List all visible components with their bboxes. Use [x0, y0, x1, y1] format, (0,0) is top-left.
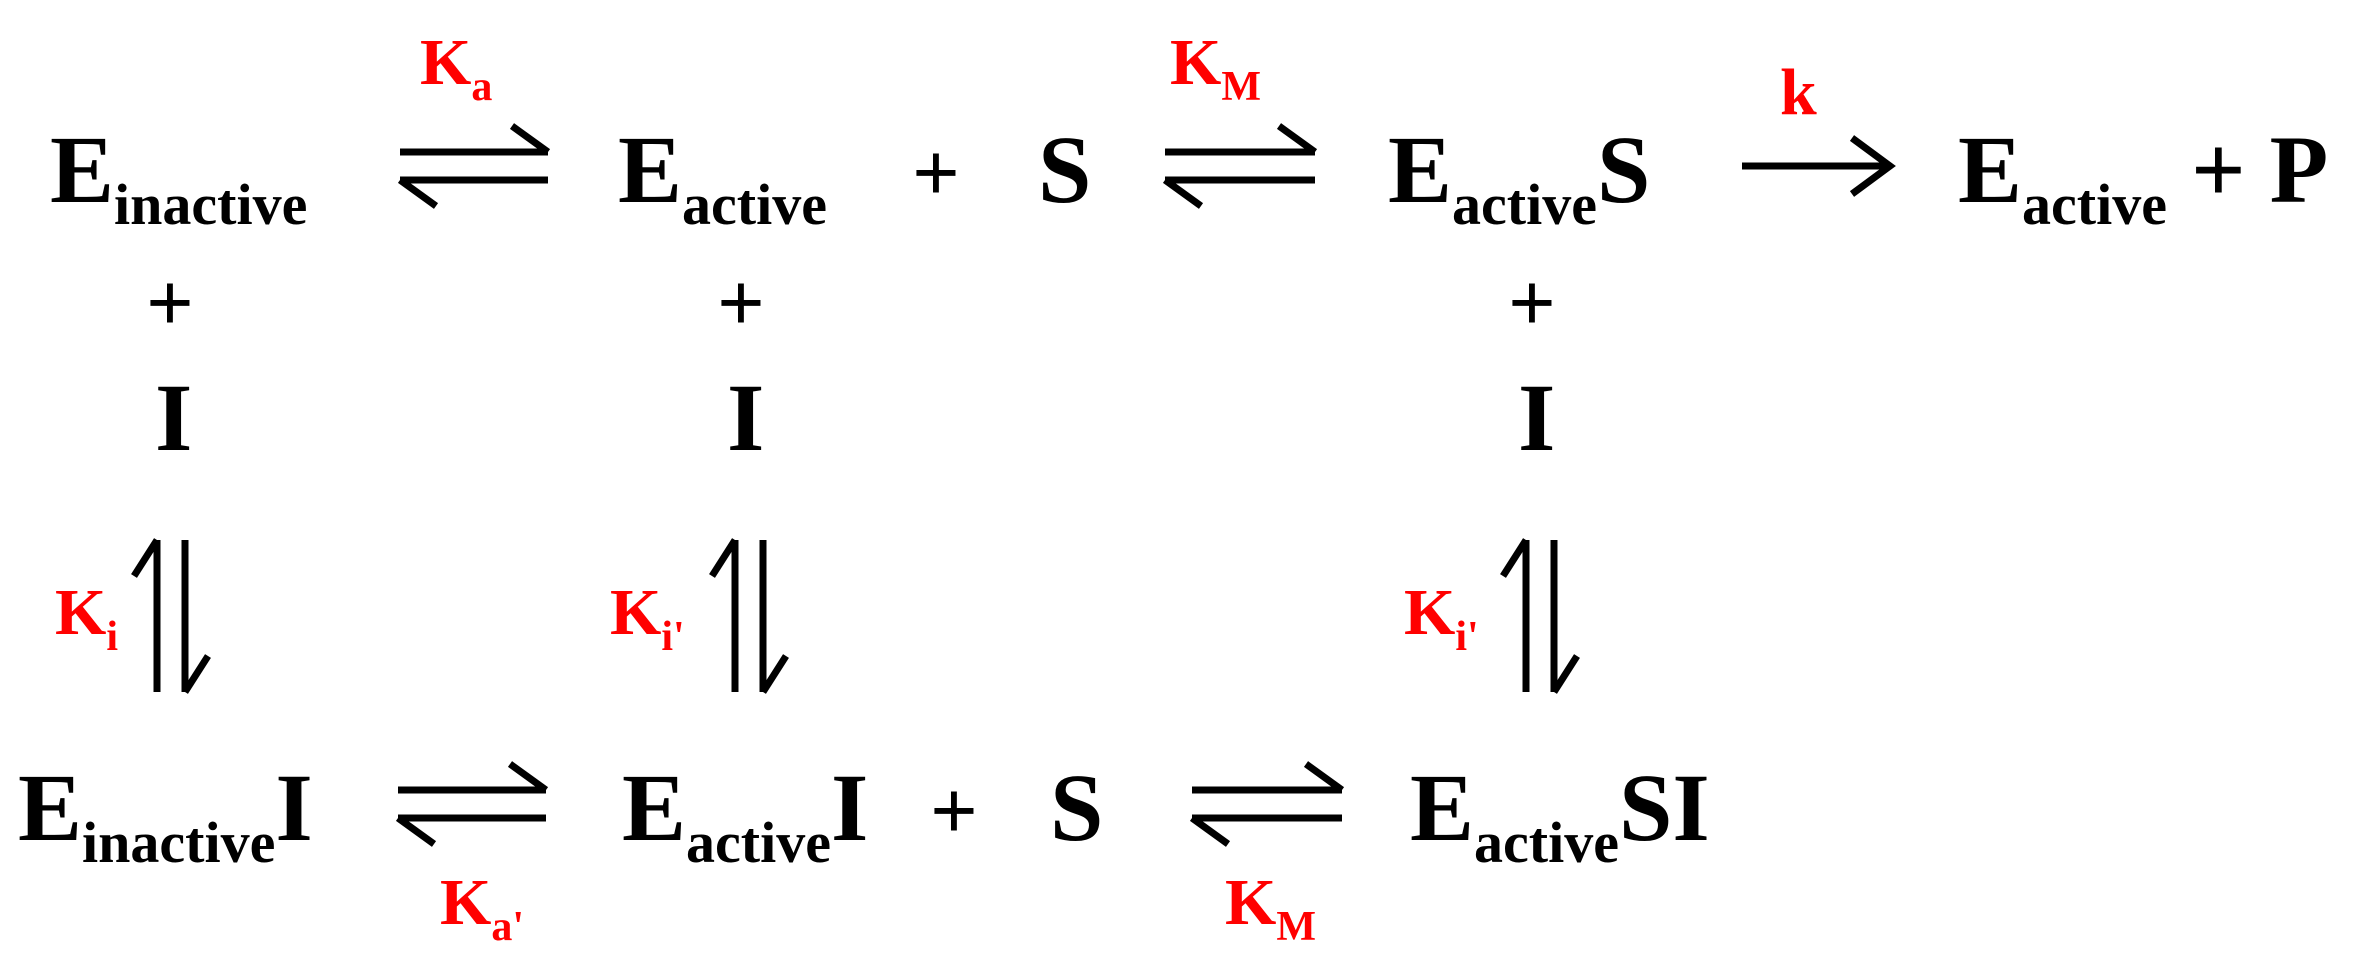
constant-km-bottom: KM	[1225, 866, 1316, 950]
species-e-active-i: EactiveI	[622, 754, 869, 875]
plus-left: +	[146, 257, 194, 350]
species-i-right: I	[1518, 364, 1556, 471]
species-e-active: Eactive	[618, 116, 827, 237]
equilibrium-arrow-ka	[397, 123, 551, 209]
species-e-inactive-i: EinactiveI	[18, 754, 313, 875]
equilibrium-arrow-ki-prime-mid	[709, 538, 789, 694]
forward-arrow-k	[1742, 135, 1896, 197]
equilibrium-arrow-ki-prime-right	[1500, 538, 1580, 694]
constant-ka: Ka	[420, 26, 493, 110]
species-e-active-s: EactiveS	[1388, 116, 1651, 237]
plus-top: +	[912, 127, 960, 220]
equilibrium-arrow-ka-prime	[395, 761, 549, 847]
species-s-bottom: S	[1050, 754, 1104, 861]
constant-ki-prime-right: Ki'	[1404, 576, 1479, 660]
constant-km-top: KM	[1170, 26, 1261, 110]
constant-ki: Ki	[55, 576, 119, 660]
equilibrium-arrow-ki	[131, 538, 211, 694]
constant-ka-prime: Ka'	[440, 866, 525, 950]
species-e-inactive: Einactive	[50, 116, 308, 237]
equilibrium-arrow-km-top	[1162, 123, 1318, 209]
species-e-active-product: Eactive + P	[1958, 116, 2329, 237]
species-e-active-si: EactiveSI	[1410, 754, 1710, 875]
equilibrium-arrow-km-bottom	[1189, 761, 1345, 847]
plus-right: +	[1508, 257, 1556, 350]
constant-ki-prime-mid: Ki'	[610, 576, 685, 660]
species-i-left: I	[155, 364, 193, 471]
plus-mid: +	[717, 257, 765, 350]
plus-bottom: +	[930, 765, 978, 858]
species-i-mid: I	[727, 364, 765, 471]
species-s-top: S	[1038, 116, 1092, 223]
constant-k: k	[1780, 56, 1817, 129]
